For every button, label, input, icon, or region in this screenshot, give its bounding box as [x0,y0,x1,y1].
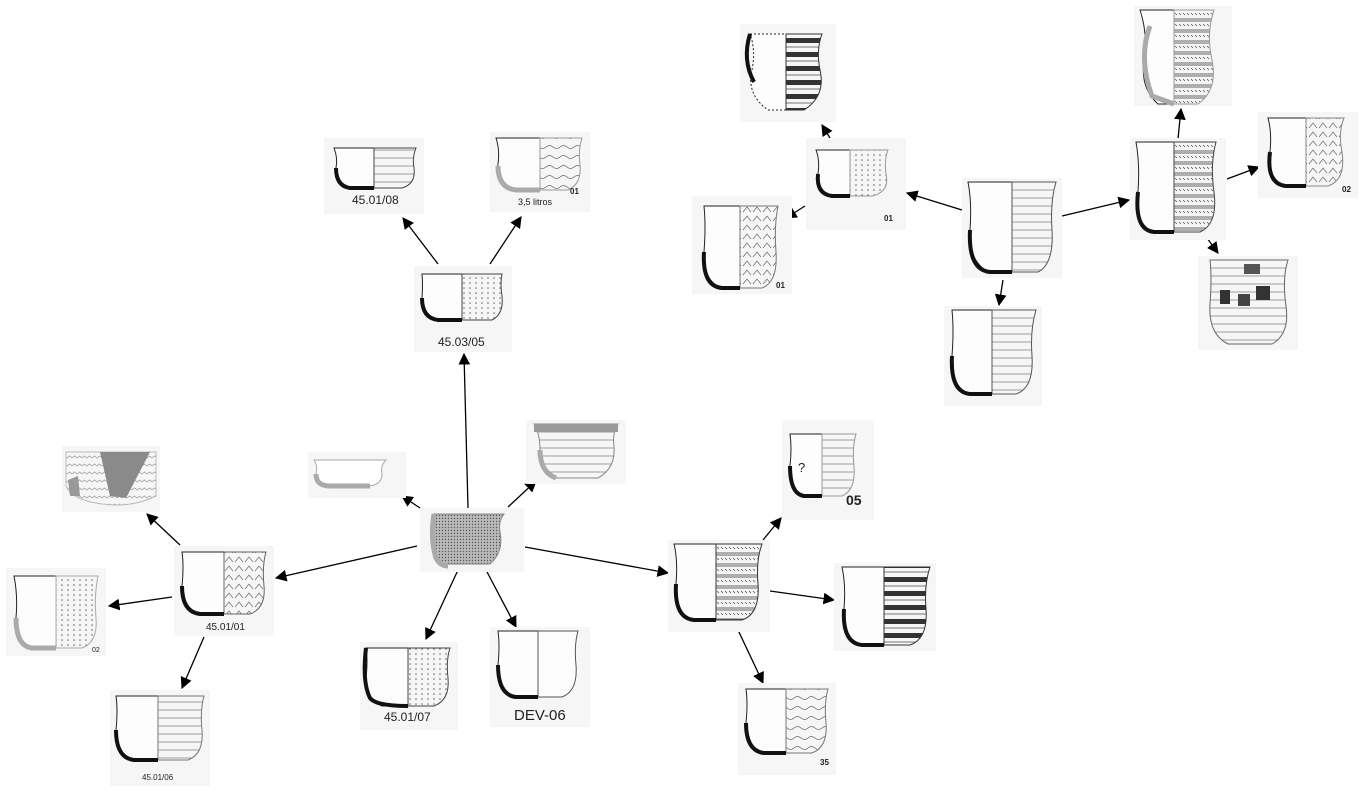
label-litros-01: 01 [570,187,579,196]
label-01-b: 01 [776,281,785,290]
edge-hub-to-4501-07 [425,569,459,641]
edge-4503-to-litros [489,216,522,265]
node-01-b: 01 [692,196,792,294]
label-02-right: 02 [1342,185,1351,194]
label-01-a: 01 [884,214,893,223]
edge-hub-to-dev06 [485,569,517,629]
node-4501-08: 45.01/08 [324,138,424,214]
edge-4503-to-4501-08 [402,217,439,265]
node-right-hub [962,178,1062,278]
label-35: 35 [820,758,829,767]
edge-rhub-to-rhub2 [1061,196,1131,217]
node-blotch [1198,256,1298,350]
node-01-a: 01 [806,138,906,230]
edge-hatch-to-35 [737,629,764,685]
label-4503-05: 45.03/05 [438,335,485,349]
node-35: 35 [738,683,836,775]
edge-01a-to-top-jar [821,124,833,139]
node-hatch [668,540,770,632]
node-4501-07: 45.01/07 [360,642,458,730]
edge-4501-01-to-4501-06 [180,636,205,690]
edge-rhub2-to-blotch [1206,237,1219,254]
node-4501-01: 45.01/01 [174,546,274,636]
edge-hub-to-hatch [524,546,670,577]
node-02-right: 02 [1258,112,1358,198]
label-4501-07: 45.01/07 [384,710,431,724]
label-4501-08: 45.01/08 [352,193,399,207]
edge-hub-to-grey-top [507,480,537,508]
edge-4501-01-to-02 [107,596,173,611]
edge-hatch-to-lined [769,590,836,605]
node-05: ? 05 [782,420,874,520]
node-lined [834,563,936,651]
node-right-hub-2 [1130,138,1226,240]
node-dev06: DEV-06 [490,627,590,727]
edge-hatch-to-05 [762,517,782,541]
label-dev06: DEV-06 [514,707,566,724]
label-4501-06: 45.01/06 [142,773,174,782]
node-hub [420,508,524,572]
node-grey-top [526,420,626,484]
node-litros: 01 3,5 litros [490,132,590,212]
edge-rhub-to-bottom-pot [994,279,1007,307]
label-litros: 3,5 litros [518,197,553,207]
node-top-jar [740,24,836,122]
edge-rhub2-to-02 [1226,165,1261,180]
edges [107,107,1261,690]
node-4503-05: 45.03/05 [414,266,512,352]
node-small-bowl [308,452,406,498]
node-02-left: 02 [6,568,106,656]
question-mark: ? [798,460,805,475]
node-bottom-pot [944,306,1042,406]
edge-rhub2-to-tall [1174,107,1186,140]
node-4501-06: 45.01/06 [110,690,210,786]
edge-4501-01-to-fragment [146,513,181,546]
label-05: 05 [846,492,862,508]
label-02-left: 02 [92,647,100,654]
edge-hub-to-4503 [458,352,471,509]
edge-hub-to-4501-01 [274,545,418,582]
edge-rhub-to-01a [905,190,963,211]
node-tall [1134,6,1232,107]
label-4501-01: 45.01/01 [206,622,245,633]
node-fragment [62,446,160,512]
